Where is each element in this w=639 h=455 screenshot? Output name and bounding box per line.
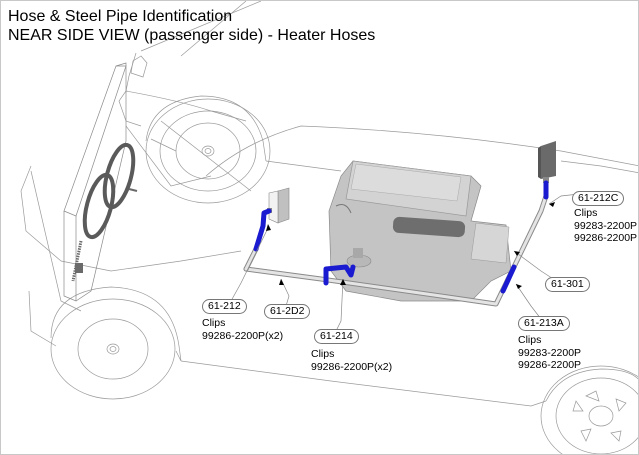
- callout-tag-61-2D2: 61-2D2: [264, 304, 311, 319]
- hose-61-213A: [500, 264, 517, 294]
- hose-61-212: [253, 208, 272, 252]
- callout-note-61-214: Clips 99286-2200P(x2): [311, 348, 392, 373]
- clips-title: Clips: [518, 334, 542, 346]
- clips-title: Clips: [202, 317, 226, 329]
- clip-part-number: 99286-2200P(x2): [202, 329, 284, 342]
- diagram-title: Hose & Steel Pipe Identification: [8, 8, 233, 25]
- clip-part-number: 99283-2200P: [574, 219, 638, 232]
- hose-61-214: [323, 264, 356, 286]
- diagram-subtitle: NEAR SIDE VIEW (passenger side) - Heater…: [8, 27, 376, 44]
- front-wheel-lower: [50, 286, 182, 400]
- front-wheel-upper: [145, 98, 271, 204]
- clip-part-number: 99286-2200P: [574, 232, 638, 244]
- headlight: [130, 55, 148, 78]
- callout-note-61-212: Clips 99286-2200P(x2): [202, 317, 283, 342]
- valve-box: [538, 141, 556, 183]
- callout-tag-61-212C: 61-212C: [572, 191, 625, 206]
- callout-tag-61-212: 61-212: [202, 299, 247, 314]
- clip-part-number: 99286-2200P: [518, 359, 582, 371]
- callout-note-61-213A: Clips 99283-2200P 99286-2200P: [518, 334, 581, 372]
- radiator-fan-assembly: [63, 62, 138, 302]
- callout-note-61-212C: Clips 99283-2200P 99286-2200P: [574, 207, 637, 245]
- clip-part-number: 99286-2200P(x2): [311, 360, 393, 373]
- clips-title: Clips: [574, 207, 598, 219]
- clip-part-number: 99283-2200P: [518, 346, 582, 359]
- clips-title: Clips: [311, 348, 335, 360]
- callout-tag-61-214: 61-214: [314, 329, 359, 344]
- callout-tag-61-213A: 61-213A: [518, 316, 570, 331]
- reservoir-box: [267, 187, 290, 224]
- steel-pipe-61-301: [243, 193, 549, 307]
- heater-unit: [328, 160, 512, 302]
- vehicle-body-outline: [20, 1, 638, 407]
- fan-lower: [82, 172, 116, 240]
- callout-tag-61-301: 61-301: [545, 277, 590, 292]
- arrowheads: [266, 202, 555, 289]
- rear-wheel: [540, 365, 638, 454]
